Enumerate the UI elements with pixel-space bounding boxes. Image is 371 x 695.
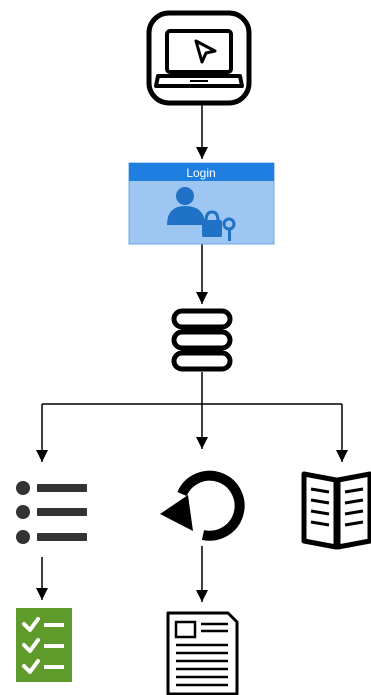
- open-book-icon: [301, 471, 371, 550]
- checklist-icon: [16, 608, 72, 682]
- laptop-play-icon: [146, 10, 252, 106]
- bulleted-list-icon: [16, 481, 87, 544]
- login-title: Login: [186, 166, 215, 180]
- play-cursor-icon: [194, 39, 217, 64]
- refresh-icon: [160, 470, 245, 541]
- login-panel: Login: [128, 162, 275, 245]
- connectors: [36, 103, 348, 602]
- database-stack-icon: [171, 308, 233, 372]
- user-lock-icon: [167, 187, 236, 241]
- document-icon: [166, 611, 239, 695]
